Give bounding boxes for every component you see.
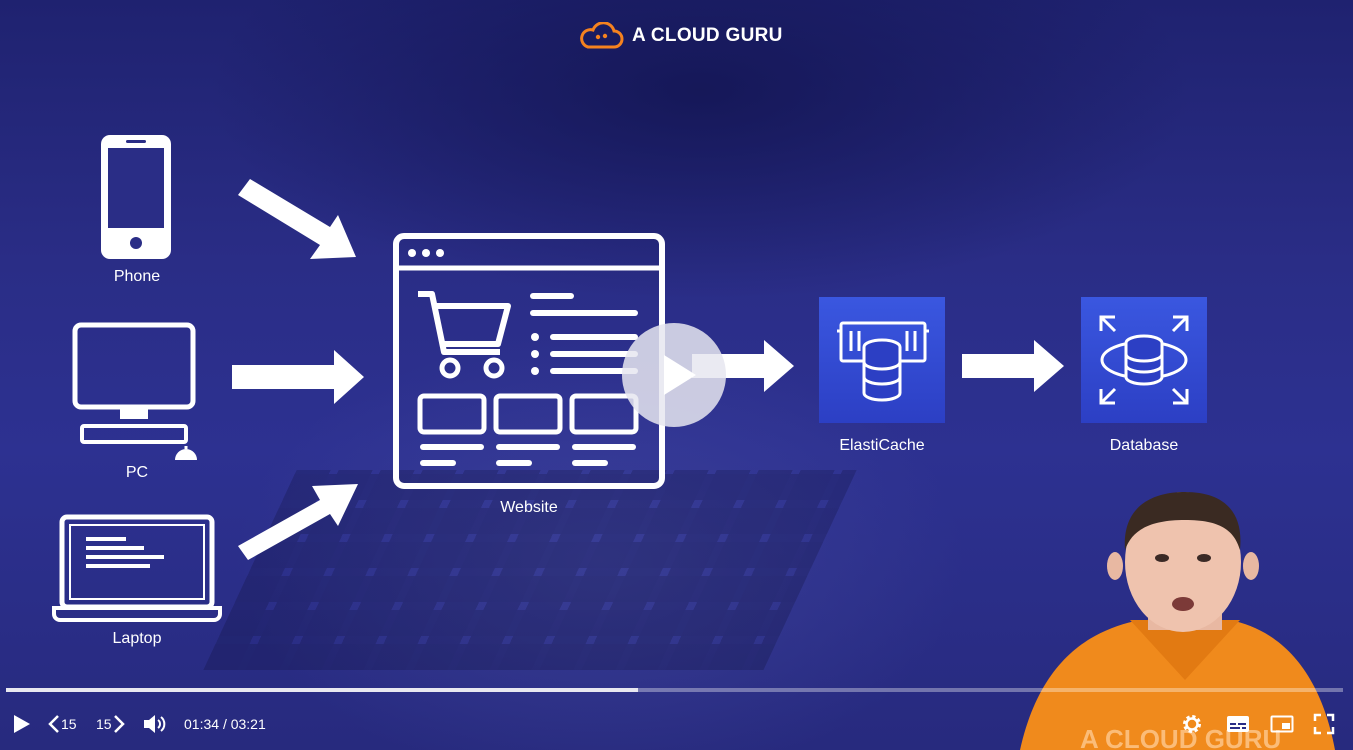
play-button[interactable] xyxy=(10,708,32,740)
logo-text: A CLOUD GURU xyxy=(632,25,783,46)
website-label: Website xyxy=(500,499,558,516)
pc-label: PC xyxy=(125,464,149,481)
progress-bar[interactable] xyxy=(6,688,1343,692)
database-icon xyxy=(1099,315,1189,405)
settings-button[interactable] xyxy=(1181,708,1203,740)
laptop-label: Laptop xyxy=(112,630,162,647)
progress-bar-fill xyxy=(6,688,639,692)
arrow-laptop-to-website xyxy=(238,484,358,560)
duration: 03:21 xyxy=(230,716,266,732)
phone-icon xyxy=(101,135,171,259)
elasticache-tile xyxy=(819,297,945,423)
fullscreen-icon xyxy=(1313,713,1335,735)
volume-button[interactable] xyxy=(142,708,168,740)
presenter-video: A CLOUD GURU xyxy=(1020,492,1335,750)
captions-icon xyxy=(1227,716,1249,732)
time-separator: / xyxy=(222,716,227,732)
database-tile xyxy=(1081,297,1207,423)
arrow-pc-to-website xyxy=(232,350,364,404)
captions-button[interactable] xyxy=(1226,708,1250,740)
play-icon xyxy=(664,355,696,395)
chevron-left-icon xyxy=(48,715,59,733)
arrow-phone-to-website xyxy=(238,179,356,259)
elasticache-label: ElastiCache xyxy=(839,437,925,454)
desktop-pc-icon xyxy=(72,322,197,460)
logo: A CLOUD GURU xyxy=(578,22,783,50)
time-display: 01:34 / 03:21 xyxy=(184,716,266,732)
picture-in-picture-button[interactable] xyxy=(1270,708,1294,740)
arrow-website-to-elasticache xyxy=(692,340,794,392)
volume-icon xyxy=(144,715,166,733)
phone-label: Phone xyxy=(113,268,161,285)
gear-icon xyxy=(1183,715,1201,733)
forward-15-button[interactable]: 15 xyxy=(96,708,126,740)
fullscreen-button[interactable] xyxy=(1313,708,1335,740)
elasticache-icon xyxy=(837,321,929,402)
website-shopping-cart-icon xyxy=(393,233,665,489)
laptop-icon xyxy=(52,514,222,622)
play-icon xyxy=(14,715,30,733)
rewind-label: 15 xyxy=(61,716,77,732)
forward-label: 15 xyxy=(96,716,112,732)
cloud-logo-icon xyxy=(580,22,624,49)
arrow-elasticache-to-database xyxy=(962,340,1064,392)
current-time: 01:34 xyxy=(184,716,220,732)
database-label: Database xyxy=(1109,437,1179,454)
chevron-right-icon xyxy=(113,715,125,733)
picture-in-picture-icon xyxy=(1270,715,1294,733)
rewind-15-button[interactable]: 15 xyxy=(47,708,77,740)
center-play-button[interactable] xyxy=(622,323,726,427)
